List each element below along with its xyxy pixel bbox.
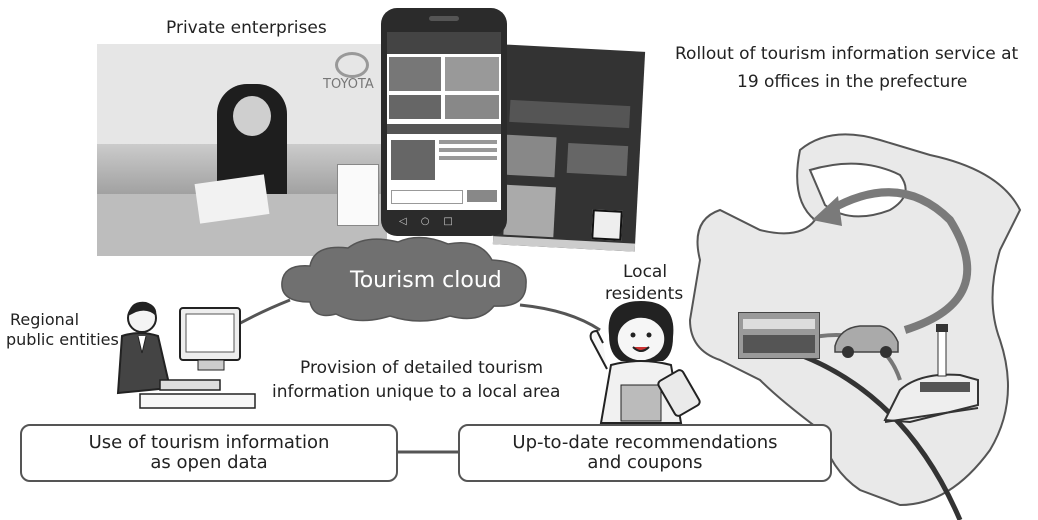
recommendations-box-line1: Up-to-date recommendations xyxy=(512,432,778,453)
provision-label-line1: Provision of detailed tourism xyxy=(300,358,544,378)
qr-code-icon xyxy=(591,209,623,241)
regional-entities-label-line1: Regional xyxy=(10,310,80,329)
office-building-icon xyxy=(738,312,820,359)
photo-face xyxy=(233,96,271,136)
office-worker-illustration xyxy=(116,301,256,409)
rollout-label-line1: Rollout of tourism information service a… xyxy=(675,44,1019,64)
provision-label-line2: information unique to a local area xyxy=(272,382,561,402)
tourism-cloud-label: Tourism cloud xyxy=(350,268,502,293)
rollout-label-line2: 19 offices in the prefecture xyxy=(737,72,968,92)
phone-speaker xyxy=(429,16,459,21)
route-arrowhead xyxy=(812,196,842,226)
cloud-right-connector xyxy=(519,303,601,332)
car-icon xyxy=(834,325,899,358)
phone-screen xyxy=(387,32,501,210)
enterprise-photo: TOYOTA xyxy=(97,44,387,256)
toyota-sign: TOYOTA xyxy=(323,77,374,92)
open-data-box-line2: as open data xyxy=(150,452,268,473)
open-data-box-line1: Use of tourism information xyxy=(88,432,330,453)
phone-nav-bar: ◁○□ xyxy=(399,216,467,227)
local-residents-label-line1: Local xyxy=(623,262,668,282)
local-residents-label-line2: residents xyxy=(605,284,684,304)
photo-stand xyxy=(337,164,379,226)
regional-entities-label-line2: public entities xyxy=(6,330,119,349)
open-data-box: Use of tourism information as open data xyxy=(20,424,398,482)
train-icon xyxy=(883,373,979,424)
smartphone: ◁○□ xyxy=(381,8,507,236)
tourism-flyer xyxy=(492,44,646,252)
recommendations-box: Up-to-date recommendations and coupons xyxy=(458,424,832,482)
tower-icon xyxy=(936,324,948,377)
recommendations-box-line2: and coupons xyxy=(587,452,703,473)
private-enterprises-label: Private enterprises xyxy=(166,18,327,38)
route-arrow xyxy=(828,188,972,334)
toyota-logo-icon xyxy=(335,52,369,78)
tourism-cloud xyxy=(281,236,527,322)
local-resident-illustration xyxy=(589,301,701,424)
